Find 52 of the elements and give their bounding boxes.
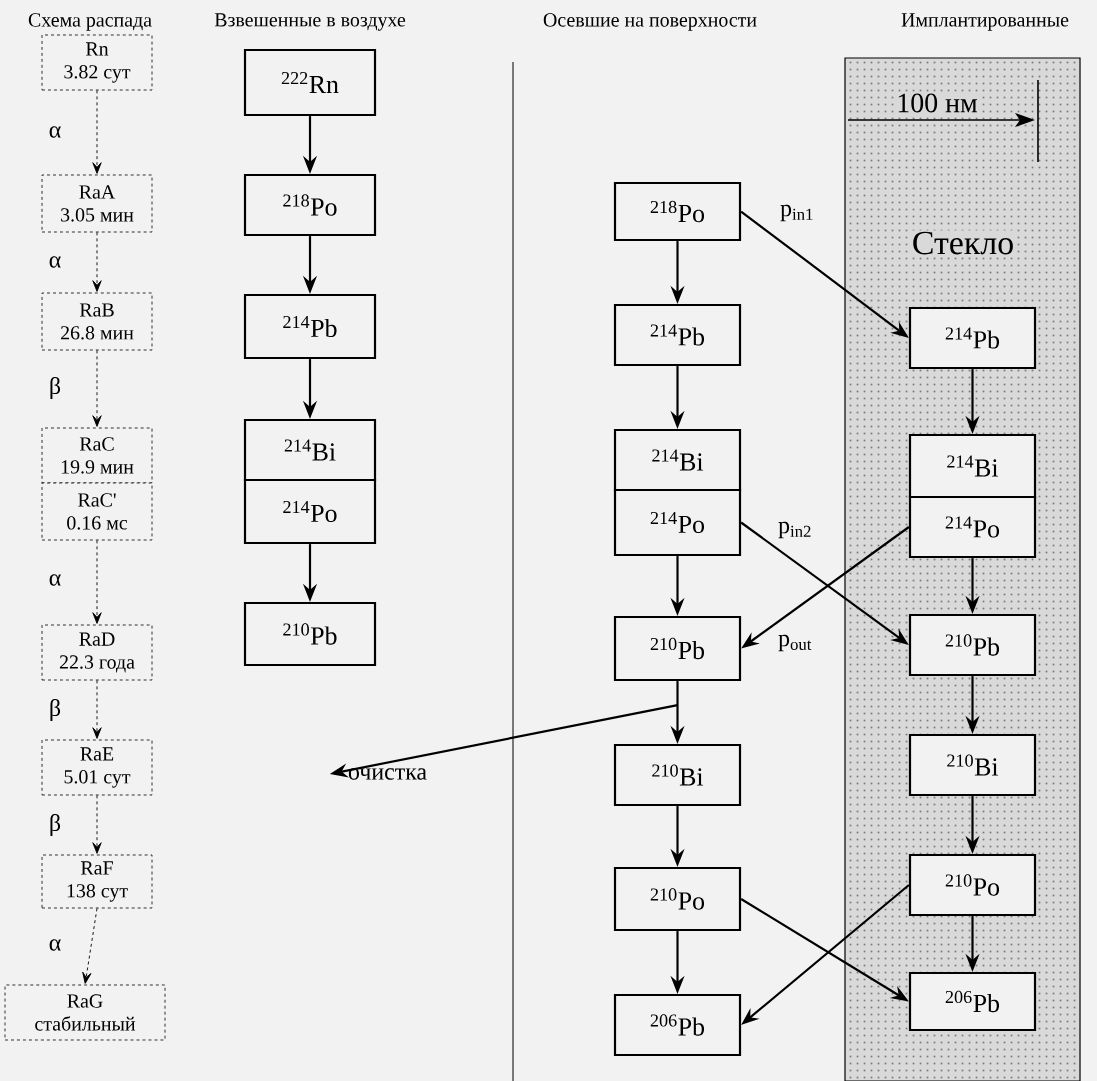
decay-box: RaG стабильный (4, 984, 166, 1041)
decay-box: RaD 22.3 года (41, 624, 153, 681)
nuclide-box: $^{222}$Rn (243, 48, 377, 117)
nuclide-box: $^{210}$Po (613, 866, 742, 932)
edge-label: β (50, 699, 61, 721)
column-heading: Имплантированные (901, 13, 1069, 31)
decay-box: Rn 3.82 сут (41, 34, 153, 91)
edge-label: α (49, 939, 61, 951)
nuclide-box: $^{210}$Pb (908, 613, 1037, 677)
decay-arrow (92, 794, 102, 854)
decay-arrow (92, 89, 102, 174)
edge-label: p$_{in1}$ (780, 204, 813, 222)
edge-label: β (50, 814, 61, 836)
nuclide-box: $^{210}$Pb (243, 601, 377, 667)
decay-box: RaB 26.8 мин (41, 292, 153, 351)
dimension-label: 100 нм (895, 92, 979, 114)
nuclide-box: $^{214}$Pb (908, 306, 1037, 370)
nuclide-box: $^{218}$Po (613, 181, 742, 242)
edge-label: α (49, 574, 61, 586)
nuclide-box: $^{214}$Bi (613, 428, 742, 492)
nuclide-box: $^{210}$Bi (908, 733, 1037, 797)
decay-box: RaC 19.9 мин (41, 427, 153, 484)
nuclide-box: $^{210}$Po (908, 853, 1037, 917)
nuclide-box: $^{214}$Bi (243, 418, 377, 482)
nuclide-box: $^{214}$Bi (908, 433, 1037, 499)
edge-label: α (49, 126, 61, 138)
nuclide-box: $^{218}$Po (243, 173, 377, 237)
nuclide-box: $^{214}$Pb (243, 293, 377, 360)
column-heading: Осевшие на поверхности (543, 13, 757, 31)
decay-box: RaF 138 сут (41, 854, 153, 909)
nuclide-box: $^{214}$Pb (613, 303, 742, 367)
edge-label: α (49, 256, 61, 268)
decay-arrow (92, 231, 102, 292)
nuclide-box: $^{210}$Bi (613, 743, 742, 807)
nuclide-box: $^{206}$Pb (908, 971, 1037, 1032)
decay-arrow (92, 679, 102, 739)
edge-label: p$_{out}$ (778, 634, 812, 652)
process-label: очистка (348, 768, 427, 780)
edge-label: β (50, 377, 61, 399)
decay-box: RaC' 0.16 мс (41, 482, 153, 541)
decay-arrow (82, 907, 98, 984)
decay-arrow (92, 539, 102, 624)
nuclide-box: $^{210}$Pb (613, 615, 742, 682)
decay-arrow (92, 349, 102, 427)
decay-box: RaA 3.05 мин (41, 174, 153, 233)
nuclide-box: $^{214}$Po (908, 495, 1037, 559)
nuclide-box: $^{214}$Po (613, 488, 742, 557)
nuclide-box: $^{214}$Po (243, 478, 377, 545)
column-heading: Взвешенные в воздухе (214, 13, 406, 31)
decay-box: RaE 5.01 сут (41, 739, 153, 796)
edge-label: p$_{in2}$ (778, 521, 811, 539)
nuclide-box: $^{206}$Pb (613, 993, 742, 1057)
